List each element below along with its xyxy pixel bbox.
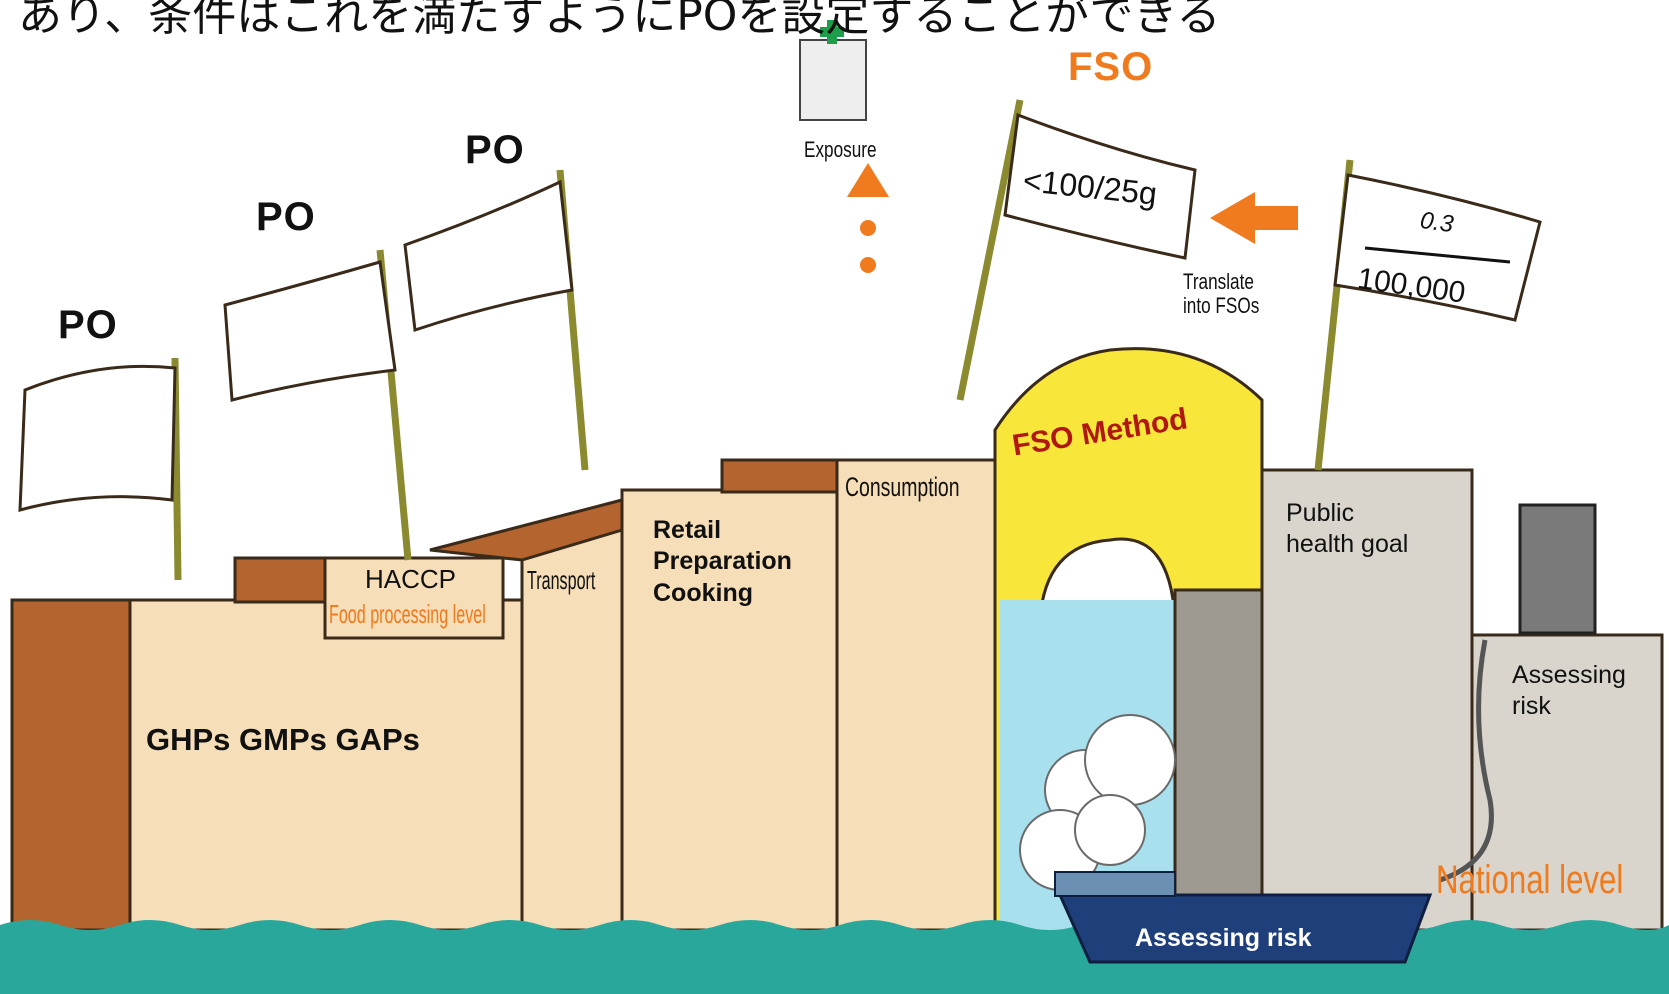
stone-block-dark xyxy=(1173,588,1264,932)
flags xyxy=(18,112,1542,512)
rope xyxy=(1439,639,1494,883)
fso-arch xyxy=(993,347,1264,932)
fso-title: FSO xyxy=(1068,45,1154,89)
exposure-triangle xyxy=(847,163,889,197)
translate-label: Translate into FSOs xyxy=(1183,269,1260,319)
exposure-label: Exposure xyxy=(804,137,877,162)
assessing-risk-right-label: Assessing risk xyxy=(1512,661,1626,721)
cliff-left-light xyxy=(128,598,524,932)
goal-numerator: 0.3 xyxy=(1418,206,1456,239)
assessing-risk-boat-label: Assessing risk xyxy=(1135,924,1312,952)
translate-arrow xyxy=(1210,192,1298,244)
stone-block-tall xyxy=(1260,468,1474,932)
gaps-label: GHPs GMPs GAPs xyxy=(146,722,420,757)
boat-deck xyxy=(1054,871,1176,897)
food-processing-label: Food processing level xyxy=(329,599,486,629)
stone-block-right xyxy=(1470,633,1664,932)
retail-label: Retail Preparation Cooking xyxy=(653,516,792,607)
server-rack xyxy=(1518,503,1597,635)
boat-hull xyxy=(1057,893,1433,964)
hospital-building xyxy=(799,39,867,121)
po-label-1: PO xyxy=(58,303,118,347)
po-label-2: PO xyxy=(256,195,316,239)
retail-ledge xyxy=(720,458,839,494)
haccp-label: HACCP xyxy=(365,564,457,594)
exposure-dot-1 xyxy=(860,220,876,236)
consumption-block xyxy=(835,458,1001,932)
cliff-left-dark xyxy=(10,598,132,932)
retail-block xyxy=(620,488,839,932)
consumption-label: Consumption xyxy=(845,472,960,502)
goal-fraction-line xyxy=(1364,246,1511,264)
national-level-label: National level xyxy=(1436,858,1624,902)
cloud xyxy=(1019,714,1176,891)
haccp-block xyxy=(323,556,505,640)
exposure-dot-2 xyxy=(860,257,876,273)
po-label-3: PO xyxy=(465,128,525,172)
sea xyxy=(0,920,1669,994)
header-japanese-text: あり、条件はこれを満たすようにPOを設定することができる xyxy=(18,0,1221,41)
public-health-goal-label: Public health goal xyxy=(1286,499,1409,559)
transport-label: Transport xyxy=(527,565,596,595)
ledge-dark xyxy=(233,556,327,604)
hospital-cross-horiz xyxy=(820,27,844,37)
